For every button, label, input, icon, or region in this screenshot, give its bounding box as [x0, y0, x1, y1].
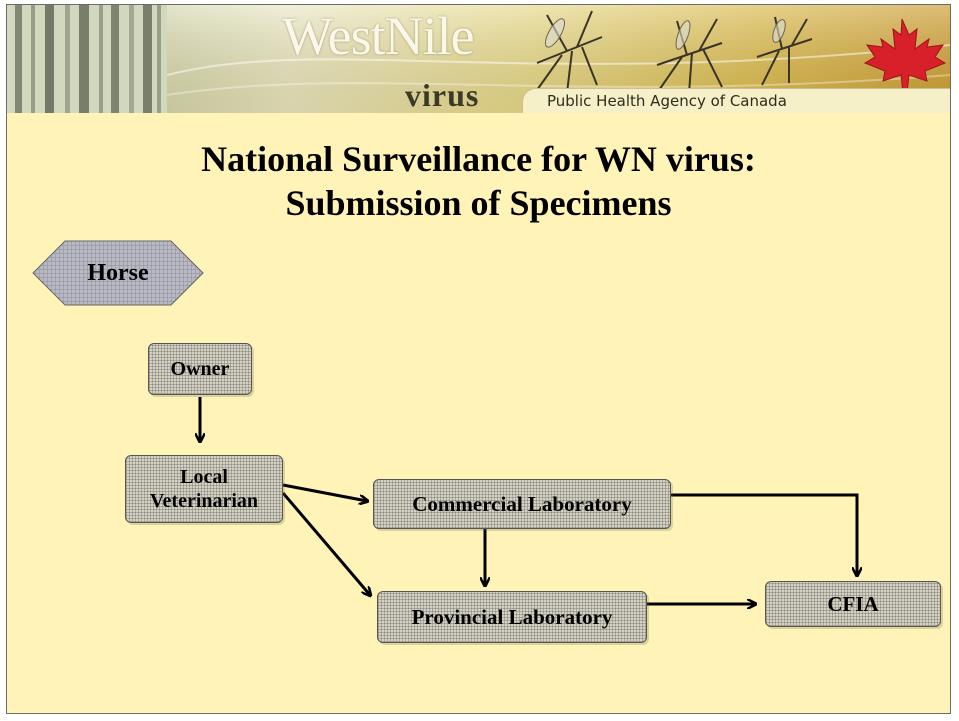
- owner-label: Owner: [170, 357, 230, 380]
- banner: WestNile virus Public Health Agency of C…: [7, 5, 950, 113]
- edge-commercial-to-cfia: [671, 493, 857, 575]
- commercial-laboratory-label: Commercial Laboratory: [412, 491, 632, 516]
- commercial-laboratory-node: Commercial Laboratory: [373, 479, 671, 529]
- owner-node: Owner: [148, 343, 252, 395]
- cfia-node: CFIA: [765, 581, 941, 627]
- provincial-laboratory-node: Provincial Laboratory: [377, 591, 647, 643]
- horse-hexagon: [32, 240, 204, 306]
- mosquito-illustration: [536, 10, 813, 94]
- westnile-logo-text: WestNile: [282, 6, 475, 66]
- local-veterinarian-node: Local Veterinarian: [125, 455, 283, 523]
- edge-vet-to-provincial: [281, 492, 370, 595]
- agency-name: Public Health Agency of Canada: [522, 88, 950, 113]
- edge-vet-to-commercial: [282, 483, 367, 501]
- slide-title: National Surveillance for WN virus: Subm…: [7, 137, 950, 225]
- slide-title-line-2: Submission of Specimens: [285, 183, 672, 223]
- cfia-label: CFIA: [827, 591, 879, 616]
- slide-title-line-1: National Surveillance for WN virus:: [201, 139, 756, 179]
- virus-logo-text: virus: [405, 77, 480, 113]
- local-vet-label-line-1: Local: [180, 466, 228, 488]
- provincial-laboratory-label: Provincial Laboratory: [411, 604, 613, 629]
- slide: WestNile virus Public Health Agency of C…: [6, 4, 951, 714]
- local-vet-label-line-2: Veterinarian: [149, 490, 259, 512]
- horse-label: Horse: [87, 259, 149, 286]
- flow-diagram: [32, 240, 950, 713]
- forest-image: [7, 5, 167, 113]
